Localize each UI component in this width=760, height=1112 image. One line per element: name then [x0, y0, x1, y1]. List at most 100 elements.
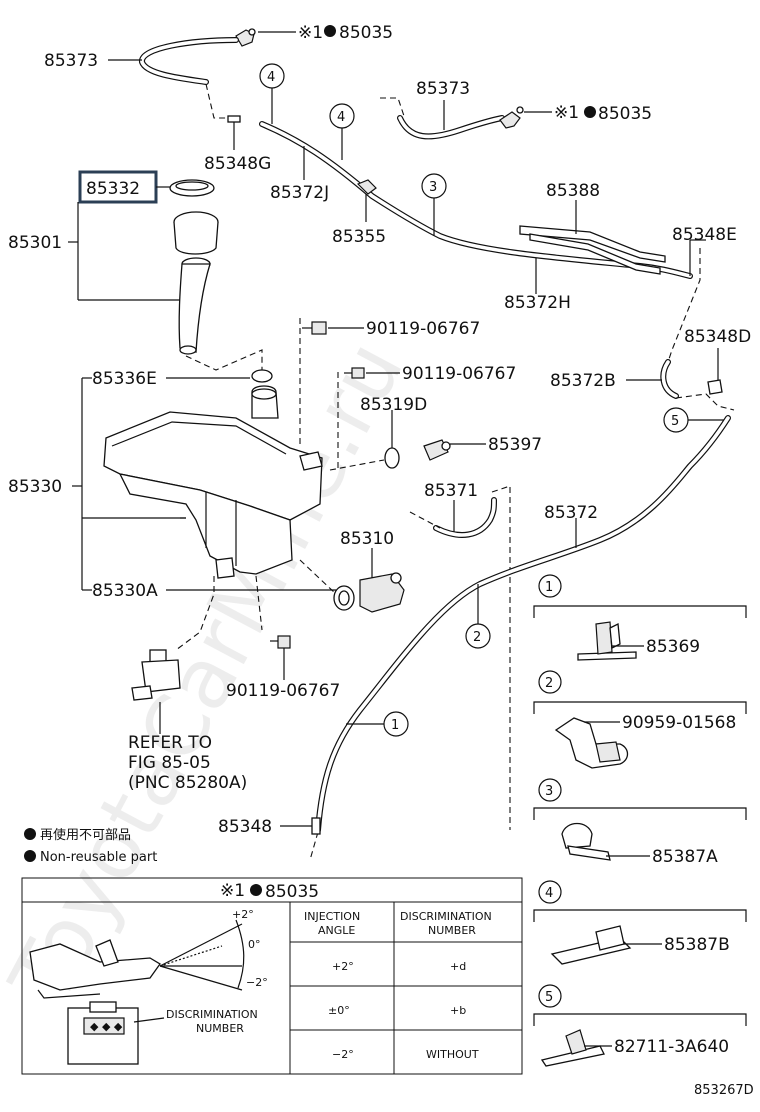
- part-label-90119-a[interactable]: 90119-06767: [366, 319, 480, 339]
- callout-5-num: 5: [671, 414, 679, 429]
- detail-4-callout[interactable]: [538, 880, 562, 904]
- non-reusable-dot-mid: [584, 106, 596, 118]
- grommet-85319D[interactable]: [384, 447, 400, 469]
- ref-marker: ※1: [298, 23, 323, 43]
- detail-3-callout[interactable]: [538, 778, 562, 802]
- angle-label-bot: −2°: [246, 976, 268, 989]
- detail-3-num: 3: [545, 784, 553, 799]
- clip-82711-3A640[interactable]: [540, 1029, 605, 1067]
- col-header-injection-1: INJECTION: [304, 910, 360, 923]
- ref-marker-mid: ※1: [554, 103, 579, 123]
- clip-85369[interactable]: [577, 621, 637, 661]
- part-label-85348G[interactable]: 85348G: [204, 154, 271, 174]
- washer-pump-85310[interactable]: [333, 572, 405, 613]
- callout-4-b-num: 4: [337, 110, 345, 125]
- detail-5-num: 5: [545, 990, 553, 1005]
- nozzle-85035-mid[interactable]: [499, 106, 524, 129]
- filler-pipe-85301[interactable]: [173, 211, 219, 355]
- part-label-85348E[interactable]: 85348E: [672, 225, 737, 245]
- col-header-injection-2: ANGLE: [318, 924, 355, 937]
- detail-4-num: 4: [545, 886, 553, 901]
- col-header-discrim-1: DISCRIMINATION: [400, 910, 492, 923]
- part-label-85373-mid[interactable]: 85373: [416, 79, 470, 99]
- row-2-angle: ±0°: [328, 1004, 350, 1017]
- callout-1-num: 1: [391, 718, 399, 733]
- cap-85332[interactable]: [169, 179, 215, 197]
- refer-note-line2: FIG 85-05: [128, 753, 211, 773]
- part-label-85373-top[interactable]: 85373: [44, 51, 98, 71]
- part-label-85372H[interactable]: 85372H: [504, 293, 571, 313]
- row-2-number: +b: [450, 1004, 466, 1017]
- washer-tank-85330[interactable]: [103, 385, 323, 579]
- part-label-85330[interactable]: 85330: [8, 477, 62, 497]
- clip-90959-01568[interactable]: [554, 717, 629, 769]
- detail-1-callout[interactable]: [538, 574, 562, 598]
- callout-2-num: 2: [473, 630, 481, 645]
- grommet-85336E[interactable]: [251, 369, 273, 383]
- legend-text-en: Non-reusable part: [40, 850, 157, 865]
- part-label-85310[interactable]: 85310: [340, 529, 394, 549]
- part-label-85355[interactable]: 85355: [332, 227, 386, 247]
- row-3-number: WITHOUT: [426, 1048, 479, 1061]
- row-1-angle: +2°: [332, 960, 354, 973]
- bolt-90119-a[interactable]: [302, 321, 327, 335]
- callout-4-a-num: 4: [267, 70, 275, 85]
- figure-id: 853267D: [694, 1083, 754, 1098]
- legend-dot-en: [24, 850, 36, 862]
- part-label-85372B[interactable]: 85372B: [550, 371, 616, 391]
- part-label-85369[interactable]: 85369: [646, 637, 700, 657]
- angle-label-mid: 0°: [248, 938, 261, 951]
- part-label-85387A[interactable]: 85387A: [652, 847, 718, 867]
- detail-5-callout[interactable]: [538, 984, 562, 1008]
- bolt-90119-b[interactable]: [344, 367, 365, 379]
- part-label-85348[interactable]: 85348: [218, 817, 272, 837]
- part-label-85388[interactable]: 85388: [546, 181, 600, 201]
- refer-part-85280A[interactable]: [131, 649, 181, 701]
- joint-85355[interactable]: [356, 179, 377, 195]
- part-label-85348D[interactable]: 85348D: [684, 327, 751, 347]
- part-label-82711[interactable]: 82711-3A640: [614, 1037, 729, 1057]
- refer-note-line1: REFER TO: [128, 733, 212, 753]
- row-3-angle: −2°: [332, 1048, 354, 1061]
- clip-85387B[interactable]: [550, 925, 632, 965]
- part-label-85035-mid[interactable]: 85035: [598, 104, 652, 124]
- part-label-85330A[interactable]: 85330A: [92, 581, 158, 601]
- table-title-part[interactable]: 85035: [265, 882, 319, 902]
- hose-85373-top[interactable]: [139, 37, 239, 85]
- detail-2-callout[interactable]: [538, 670, 562, 694]
- part-label-85301[interactable]: 85301: [8, 233, 62, 253]
- clip-85387A[interactable]: [561, 822, 611, 861]
- joint-85348G[interactable]: [227, 115, 241, 150]
- part-label-85332[interactable]: 85332: [86, 179, 140, 199]
- legend-text-jp: 再使用不可部品: [40, 827, 131, 843]
- joint-85348D[interactable]: [707, 379, 723, 395]
- part-label-85387B[interactable]: 85387B: [664, 935, 730, 955]
- joint-85348[interactable]: [311, 817, 321, 835]
- nozzle-85035-top[interactable]: [235, 28, 256, 47]
- row-1-number: +d: [450, 960, 466, 973]
- hose-85372[interactable]: [315, 415, 731, 833]
- table-title-ref: ※1: [220, 881, 245, 901]
- col-header-discrim-2: NUMBER: [428, 924, 476, 937]
- hose-85371[interactable]: [433, 497, 497, 538]
- detail-2-num: 2: [545, 676, 553, 691]
- part-label-85372[interactable]: 85372: [544, 503, 598, 523]
- connector-illustration: ◆ ◆ ◆: [67, 1001, 139, 1065]
- part-label-90119-c[interactable]: 90119-06767: [226, 681, 340, 701]
- part-label-90959[interactable]: 90959-01568: [622, 713, 736, 733]
- part-label-85336E[interactable]: 85336E: [92, 369, 157, 389]
- injection-angle-table: [21, 877, 523, 1075]
- part-label-85372J[interactable]: 85372J: [270, 183, 329, 203]
- part-label-85371[interactable]: 85371: [424, 481, 478, 501]
- discrimination-label-2: NUMBER: [196, 1022, 244, 1035]
- part-label-85397[interactable]: 85397: [488, 435, 542, 455]
- nozzle-angle-illustration: [29, 919, 245, 999]
- callout-3-num: 3: [429, 180, 437, 195]
- level-sensor-85397[interactable]: [423, 439, 451, 461]
- hose-protector-85388[interactable]: [519, 225, 666, 275]
- part-label-85035-top[interactable]: 85035: [339, 23, 393, 43]
- angle-label-top: +2°: [232, 908, 254, 921]
- part-label-90119-b[interactable]: 90119-06767: [402, 364, 516, 384]
- part-label-85319D[interactable]: 85319D: [360, 395, 427, 415]
